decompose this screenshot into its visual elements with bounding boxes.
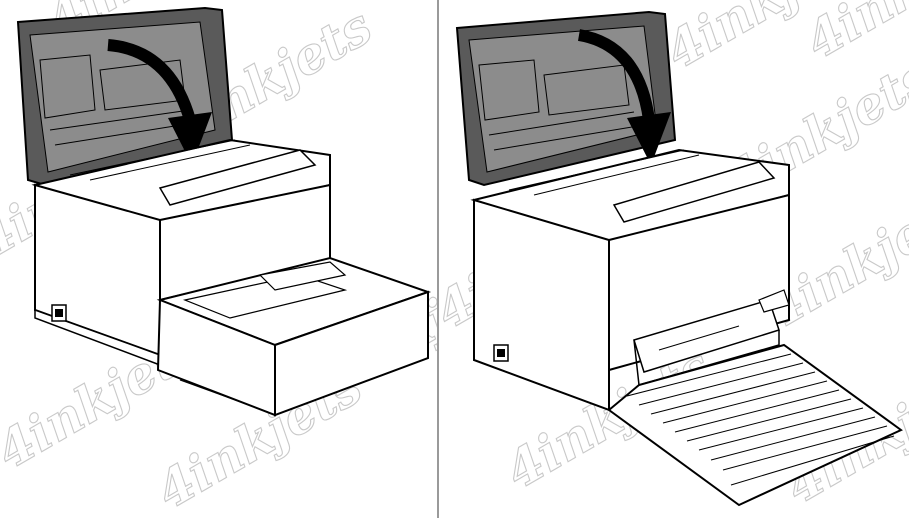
latch-icon xyxy=(758,289,790,313)
curved-arrow-down-icon xyxy=(577,29,671,165)
manual-feed-tray xyxy=(607,289,903,507)
illustration-right-tray: 4inkjets 4inkjets 4inkjets 4inkjets 4ink… xyxy=(439,0,909,518)
panel-divider xyxy=(437,0,439,518)
printer-lid-open xyxy=(16,6,234,187)
paper-cassette xyxy=(156,256,432,417)
illustration-left-cassette: 4inkjets 4inkjets 4inkjets 4inkjets 4ink… xyxy=(0,0,437,518)
printer-left-drawing: 4inkjets 4inkjets 4inkjets 4inkjets 4ink… xyxy=(0,0,437,518)
printer-right-drawing: 4inkjets 4inkjets 4inkjets 4inkjets 4ink… xyxy=(439,0,909,516)
printer-body xyxy=(31,138,331,367)
curved-arrow-down-icon xyxy=(107,39,212,165)
